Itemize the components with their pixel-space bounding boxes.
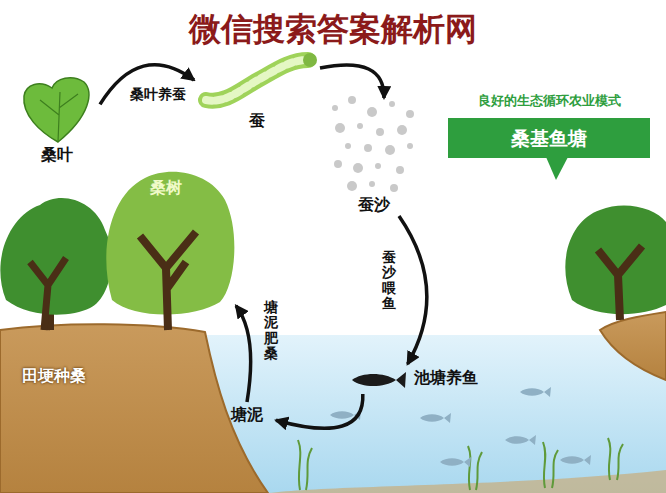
leaf-node: 桑叶 xyxy=(14,78,100,166)
right-bank xyxy=(600,312,666,380)
watermark: 微信搜索答案解析网 xyxy=(0,8,666,52)
cycle-arrow xyxy=(320,65,384,98)
field-label: 田埂种桑 xyxy=(22,366,86,387)
pond-floor xyxy=(268,470,666,493)
cycle-arrow xyxy=(399,216,427,364)
node-text: 桑基鱼塘 xyxy=(448,118,650,158)
fish-node: 池塘养鱼 xyxy=(350,364,478,394)
node-text: 蚕沙 xyxy=(324,195,424,216)
node-text: 桑叶 xyxy=(14,145,100,166)
silkworm-droppings xyxy=(332,96,414,192)
water-plants xyxy=(298,438,623,490)
green-box: 桑基鱼塘 xyxy=(448,118,650,158)
left-bank xyxy=(0,324,268,493)
cycle-arrow xyxy=(236,306,251,402)
mode-box: 桑基鱼塘 良好的生态循环农业模式 xyxy=(448,90,650,158)
node-text: 良好的生态循环农业模式 xyxy=(448,92,650,110)
cycle-arrow xyxy=(276,394,363,428)
node-text: 塘泥 xyxy=(218,405,276,426)
cycle-arrow xyxy=(100,65,194,105)
node-text: 蚕 xyxy=(194,111,320,132)
edge-label: 蚕沙喂鱼 xyxy=(382,250,396,312)
silkworm xyxy=(206,53,317,101)
node-text: 桑树 xyxy=(150,178,182,199)
mud-node: 塘泥 xyxy=(218,402,276,428)
right-tree xyxy=(565,206,666,320)
box-pointer xyxy=(546,157,568,180)
pond-fish xyxy=(330,387,591,467)
silkworm-node: 蚕 xyxy=(194,52,320,132)
edge-label: 塘泥肥桑 xyxy=(264,300,278,362)
left-tree xyxy=(0,198,111,330)
mulberry-leaf xyxy=(24,78,89,142)
black-fish xyxy=(352,372,406,388)
droppings-node: 蚕沙 xyxy=(324,98,424,216)
tree-node: 桑树 xyxy=(108,168,236,330)
mulberry-tree xyxy=(106,172,234,330)
node-text: 池塘养鱼 xyxy=(414,368,478,389)
edge-label: 桑叶养蚕 xyxy=(130,86,186,104)
